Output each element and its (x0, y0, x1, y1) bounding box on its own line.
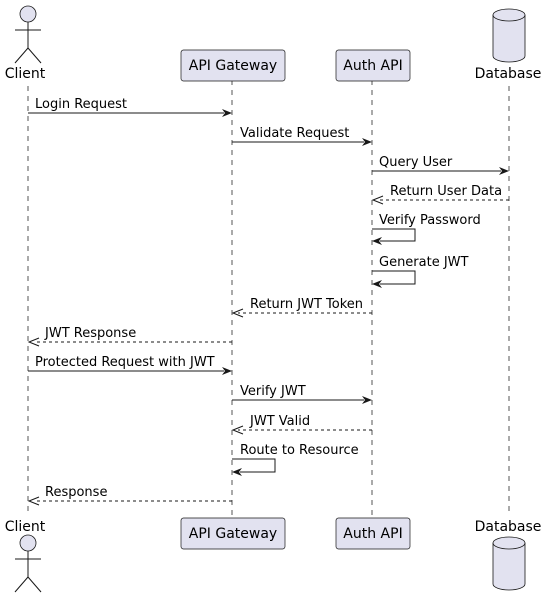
message-label: JWT Valid (249, 414, 310, 429)
message-label: JWT Response (44, 326, 136, 341)
message-label: Validate Request (240, 126, 349, 141)
participant-client-bottom: Client (5, 519, 46, 593)
message-protected-request: Protected Request with JWT (28, 355, 232, 375)
actor-icon (14, 534, 42, 593)
participant-label: API Gateway (189, 58, 277, 74)
participant-label: Database (475, 519, 542, 535)
message-response: Response (27, 485, 232, 506)
message-label: Protected Request with JWT (35, 355, 215, 370)
participant-label: Client (5, 519, 46, 535)
participant-api-gateway-top: API Gateway (180, 49, 286, 82)
message-jwt-response: JWT Response (27, 326, 232, 347)
message-label: Login Request (35, 97, 127, 112)
message-return-user-data: Return User Data (371, 184, 509, 205)
actor-icon (14, 5, 42, 64)
message-label: Response (45, 485, 107, 500)
message-label: Generate JWT (379, 255, 469, 270)
participant-label: Auth API (343, 526, 402, 542)
message-label: Route to Resource (240, 443, 359, 458)
participant-label: Auth API (343, 58, 402, 74)
message-jwt-valid: JWT Valid (231, 414, 372, 435)
database-icon (492, 8, 526, 63)
participant-auth-api-top: Auth API (335, 49, 411, 82)
participant-client-top: Client (5, 5, 46, 82)
message-route-to-resource: Route to Resource (232, 443, 359, 476)
message-verify-password: Verify Password (372, 213, 481, 245)
message-label: Verify Password (379, 213, 481, 228)
database-icon (492, 536, 526, 591)
message-query-user: Query User (372, 155, 509, 175)
message-verify-jwt: Verify JWT (232, 384, 372, 404)
message-login-request: Login Request (28, 97, 232, 117)
participant-label: Database (475, 66, 542, 82)
participant-label: API Gateway (189, 526, 277, 542)
participant-database-bottom: Database (475, 519, 542, 591)
message-generate-jwt: Generate JWT (372, 255, 469, 288)
message-label: Verify JWT (240, 384, 306, 399)
participant-auth-api-bottom: Auth API (335, 517, 411, 550)
message-label: Return User Data (390, 184, 502, 199)
participant-label: Client (5, 66, 46, 82)
message-label: Query User (379, 155, 453, 170)
message-validate-request: Validate Request (232, 126, 372, 146)
participant-database-top: Database (475, 8, 542, 82)
message-return-jwt-token: Return JWT Token (231, 297, 372, 318)
participant-api-gateway-bottom: API Gateway (180, 517, 286, 550)
message-label: Return JWT Token (250, 297, 363, 312)
